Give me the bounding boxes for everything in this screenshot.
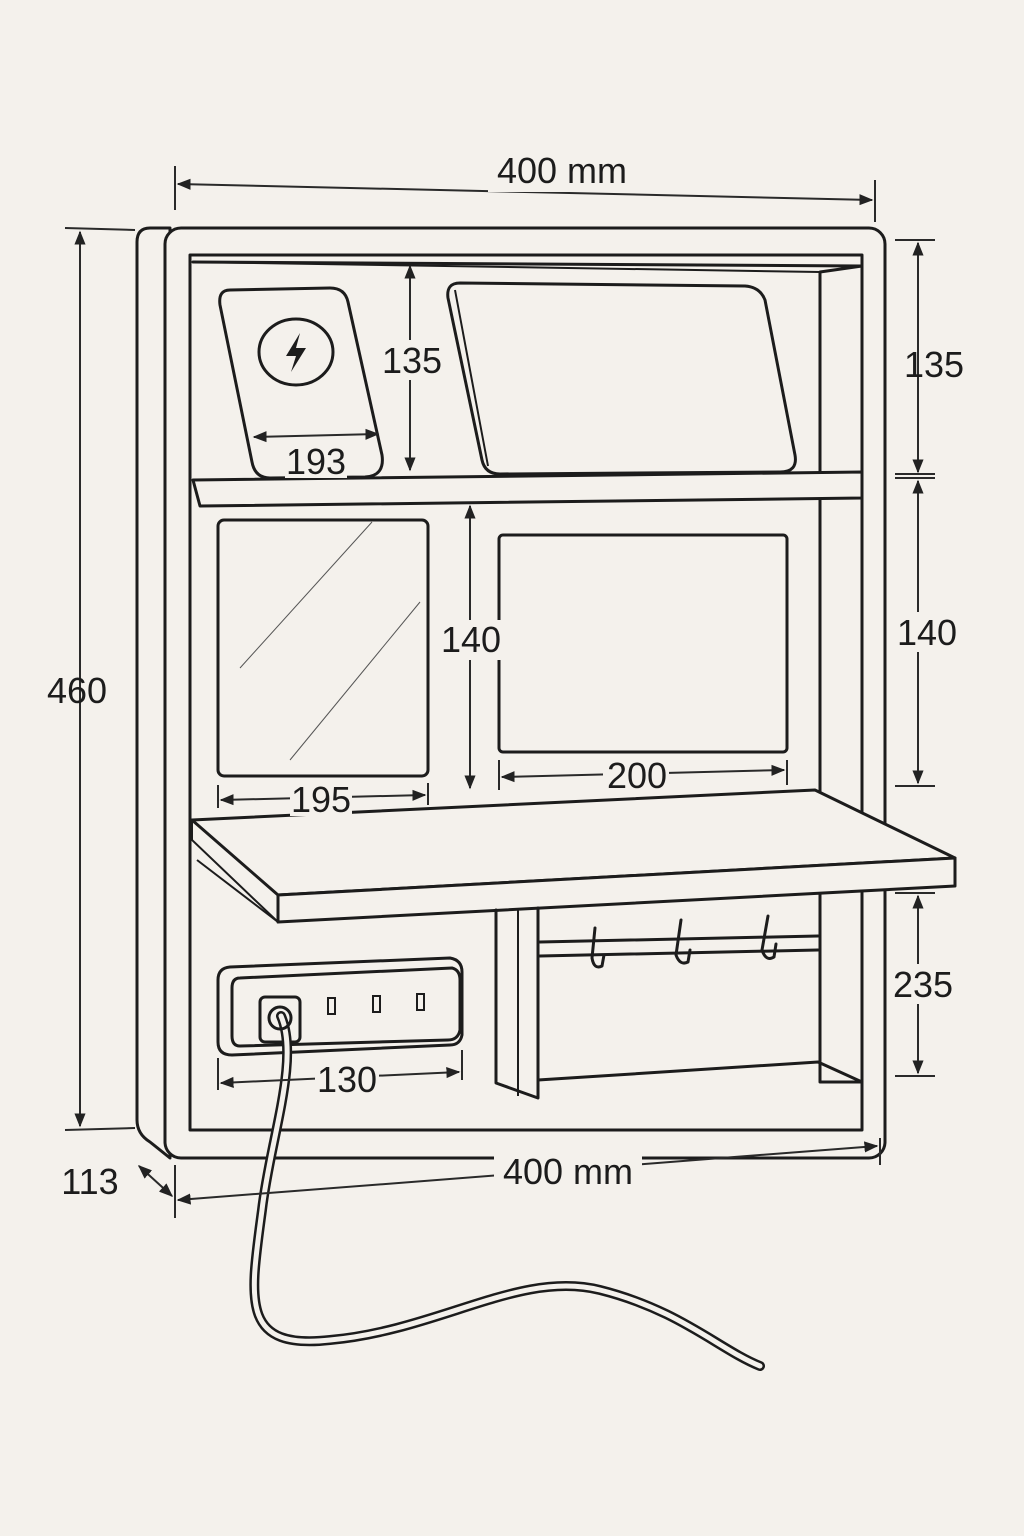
upper-shelf (191, 470, 864, 508)
dim-overall-width-top: 400 mm (497, 150, 627, 191)
hook-rail (538, 914, 820, 969)
dim-middle-height-inner: 140 (441, 619, 501, 660)
fold-down-desk (190, 788, 957, 924)
hook-icon (674, 918, 692, 965)
dim-overall-width-bottom: 400 mm (503, 1151, 633, 1192)
dim-top-height-right: 135 (904, 344, 964, 385)
dim-overall-height: 460 (47, 670, 107, 711)
dim-mirror-width: 195 (291, 779, 351, 820)
dim-depth: 113 (61, 1161, 118, 1202)
dim-middle-height-right: 140 (897, 612, 957, 653)
picture-frame (497, 533, 789, 754)
hook-icon (590, 926, 606, 969)
power-strip (216, 956, 464, 1057)
usb-port-icon (327, 997, 336, 1015)
dim-top-height-inner: 135 (382, 340, 442, 381)
divider (494, 906, 864, 1100)
dim-bottom-height-right: 235 (893, 964, 953, 1005)
hook-icon (760, 914, 778, 960)
tablet (446, 281, 797, 476)
dim-frame-width: 200 (607, 755, 667, 796)
power-socket-icon (258, 995, 302, 1044)
mirror (216, 518, 430, 778)
dim-power-strip-width: 130 (317, 1059, 377, 1100)
usb-port-icon (372, 995, 381, 1013)
lightning-bolt-icon (286, 333, 306, 372)
dim-charger-width: 193 (286, 441, 346, 482)
usb-port-icon (416, 993, 425, 1011)
